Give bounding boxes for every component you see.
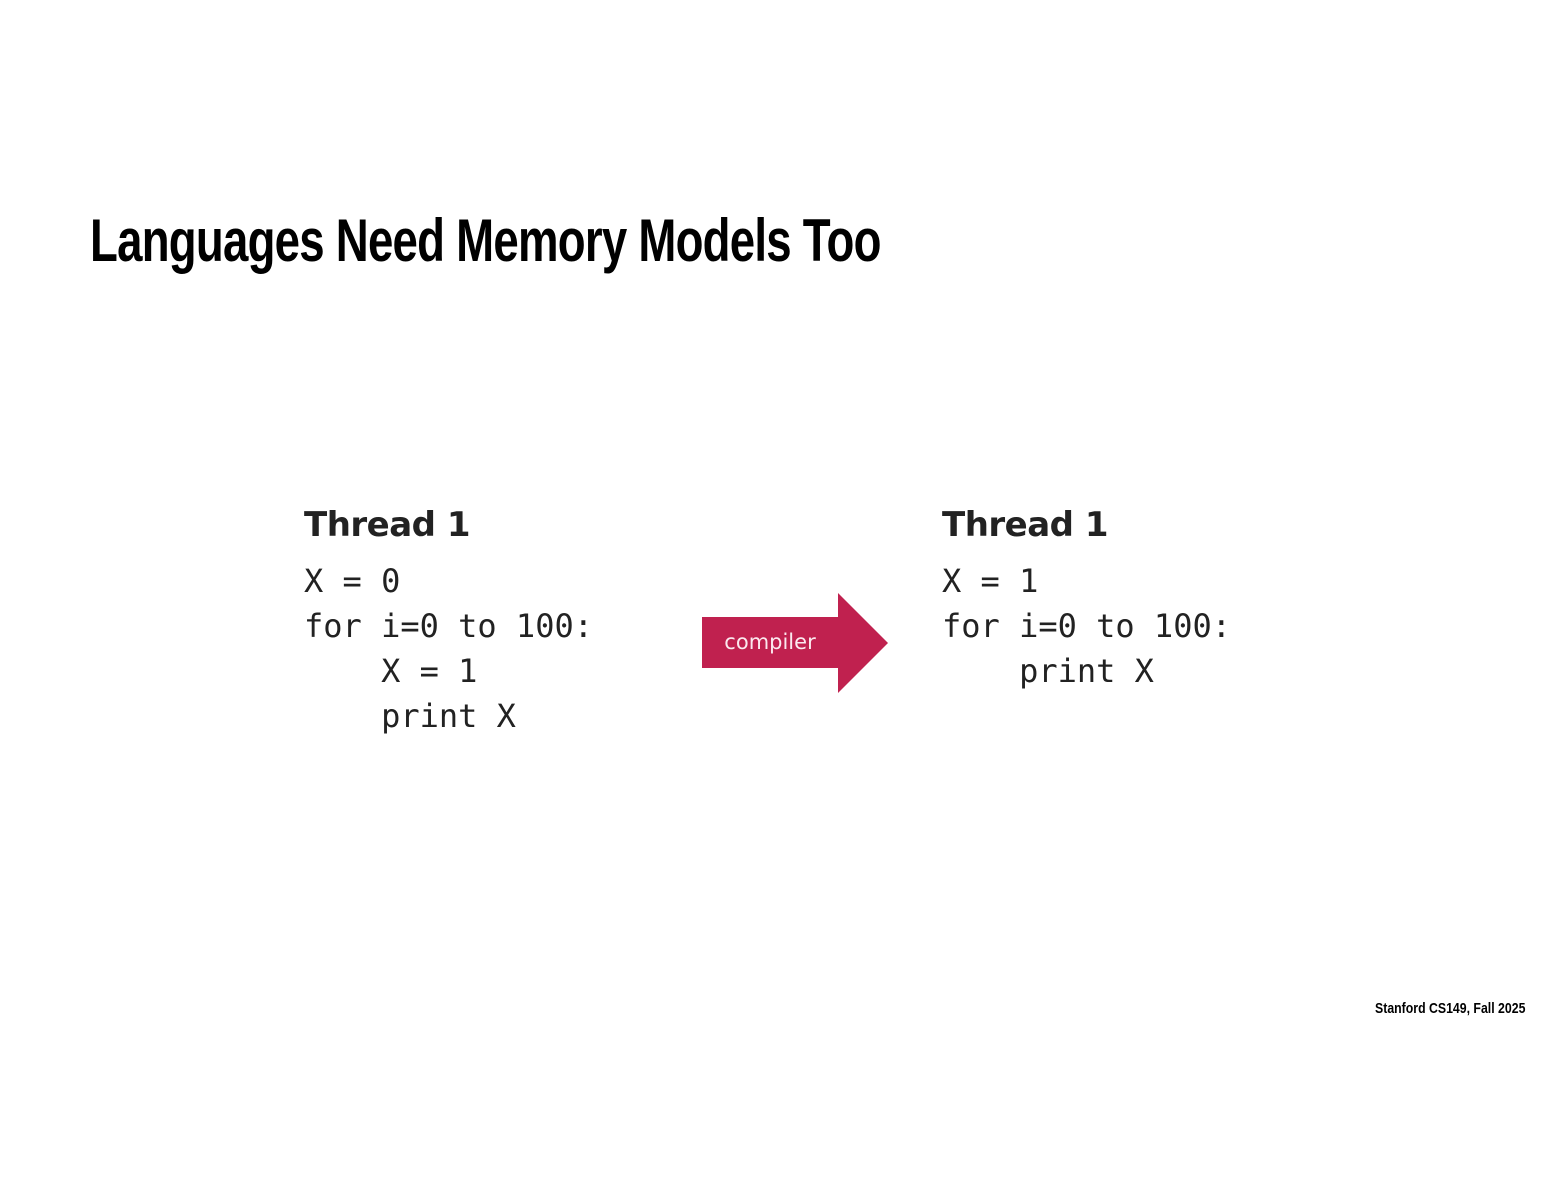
compiled-code-block: Thread 1 X = 1 for i=0 to 100: print X [942,505,1231,694]
code-listing: X = 0 for i=0 to 100: X = 1 print X [304,562,593,735]
thread-heading: Thread 1 [304,505,470,545]
compiler-label: compiler [724,630,816,654]
code-listing: X = 1 for i=0 to 100: print X [942,562,1231,690]
footer-credit: Stanford CS149, Fall 2025 [1374,1000,1525,1017]
original-code-block: Thread 1 X = 0 for i=0 to 100: X = 1 pri… [304,505,593,739]
slide-title: Languages Need Memory Models Too [90,207,881,274]
arrow-right-icon [702,593,888,693]
thread-heading: Thread 1 [942,505,1108,545]
